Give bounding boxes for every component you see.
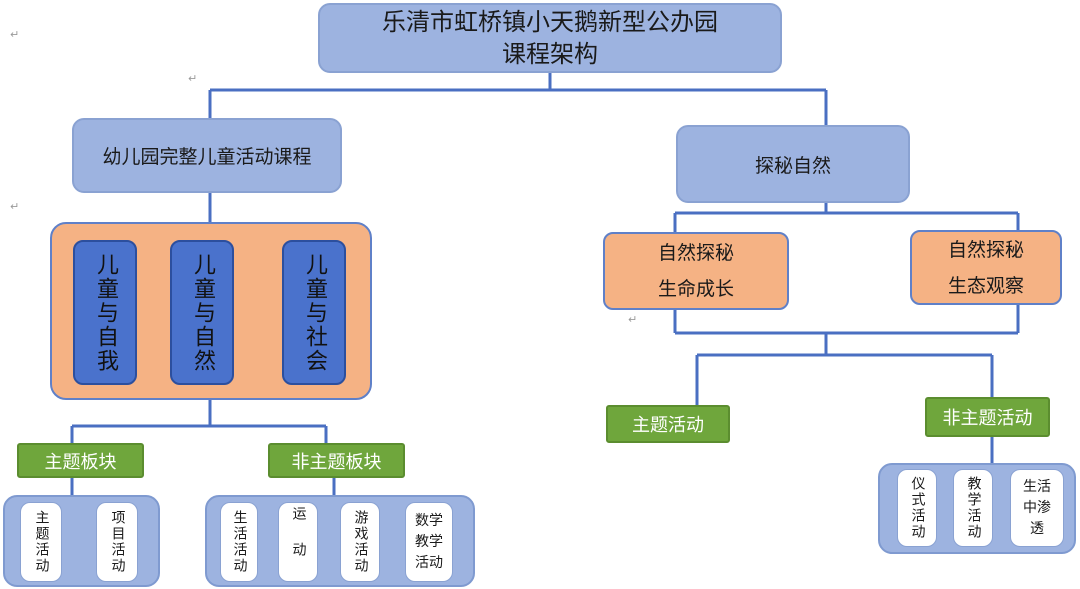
right-course-title-box: 探秘自然 — [676, 125, 910, 203]
theme-block-label: 主题板块 — [44, 451, 117, 473]
domain-label: 儿童与自我 — [93, 252, 118, 373]
activity-card-label: 教学活动 — [965, 476, 982, 540]
activity-card-label: 生活中渗透 — [1023, 478, 1051, 537]
activity-card: 数学教学活动 — [405, 502, 453, 582]
nontheme-activity-label: 非主题活动 — [942, 408, 1033, 429]
domain-label: 儿童与自然 — [190, 252, 215, 373]
activity-card-label: 游戏活动 — [352, 510, 369, 574]
theme-activity-label-box: 主题活动 — [606, 405, 730, 443]
nature-sub-line2: 生命成长 — [657, 278, 734, 300]
activity-card-label: 项目活动 — [109, 510, 126, 574]
domain-box: 儿童与社会 — [282, 240, 346, 385]
diagram-title-line2: 课程架构 — [502, 40, 598, 68]
nature-sub-box: 自然探秘 生态观察 — [910, 230, 1062, 305]
theme-activity-label: 主题活动 — [632, 415, 704, 436]
left-course-title-box: 幼儿园完整儿童活动课程 — [72, 118, 342, 193]
activity-card: 运动 — [278, 502, 318, 582]
activity-card: 生活中渗透 — [1010, 469, 1064, 547]
domain-box: 儿童与自然 — [170, 240, 234, 385]
theme-block-label-box: 主题板块 — [17, 443, 144, 478]
diagram-title-box: 乐清市虹桥镇小天鹅新型公办园 课程架构 — [318, 3, 782, 73]
nature-sub-box: 自然探秘 生命成长 — [603, 232, 789, 310]
nontheme-block-label: 非主题板块 — [291, 451, 382, 473]
activity-card: 游戏活动 — [340, 502, 380, 582]
left-course-title: 幼儿园完整儿童活动课程 — [102, 146, 312, 168]
activity-card-label: 运动 — [290, 506, 307, 578]
activity-card-label: 主题活动 — [33, 510, 50, 574]
nature-sub-line1: 自然探秘 — [947, 238, 1024, 261]
paragraph-mark: ↵ — [628, 313, 638, 326]
nontheme-block-label-box: 非主题板块 — [268, 443, 405, 478]
activity-card: 仪式活动 — [897, 469, 937, 547]
nontheme-activity-label-box: 非主题活动 — [925, 397, 1050, 437]
nature-sub-line2: 生态观察 — [947, 274, 1024, 297]
activity-card-label: 数学教学活动 — [415, 512, 443, 571]
nature-sub-line1: 自然探秘 — [657, 242, 734, 264]
domain-label: 儿童与社会 — [302, 252, 327, 373]
diagram-title-line1: 乐清市虹桥镇小天鹅新型公办园 — [382, 8, 718, 36]
paragraph-mark: ↵ — [188, 72, 198, 85]
activity-card: 项目活动 — [96, 502, 138, 582]
activity-card: 主题活动 — [20, 502, 62, 582]
activity-card-label: 生活活动 — [231, 510, 248, 574]
paragraph-mark: ↵ — [10, 200, 20, 213]
activity-card-label: 仪式活动 — [909, 476, 926, 540]
paragraph-mark: ↵ — [10, 28, 20, 41]
activity-card: 生活活动 — [220, 502, 258, 582]
right-course-title: 探秘自然 — [754, 154, 831, 177]
domain-box: 儿童与自我 — [73, 240, 137, 385]
activity-card: 教学活动 — [953, 469, 993, 547]
